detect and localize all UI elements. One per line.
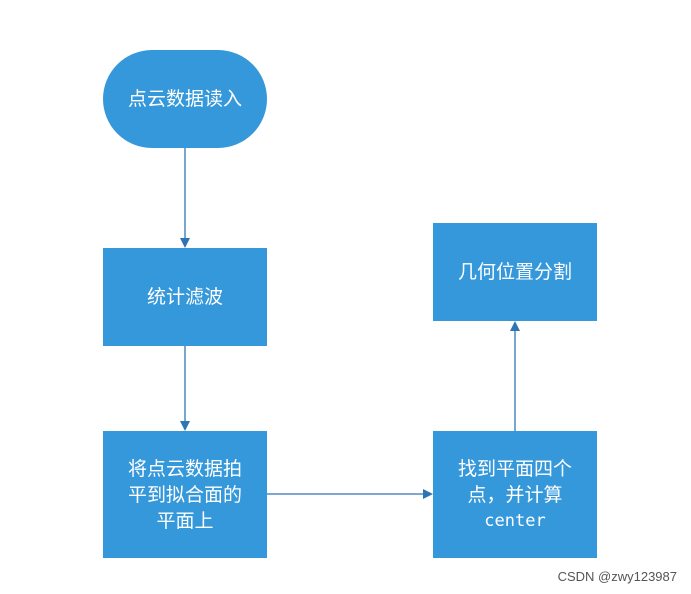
node-statistical-filter: 统计滤波 <box>103 248 267 346</box>
node-geometric-segmentation: 几何位置分割 <box>433 223 597 321</box>
node-find-corners: 找到平面四个 点，并计算 center <box>433 431 597 558</box>
node-read-point-cloud: 点云数据读入 <box>103 50 267 148</box>
node-read-point-cloud-label: 点云数据读入 <box>127 88 242 110</box>
node-geometric-segmentation-label: 几何位置分割 <box>457 261 572 283</box>
node-find-corners-line2: 点，并计算 <box>467 483 563 506</box>
node-statistical-filter-label: 统计滤波 <box>146 286 223 308</box>
node-find-corners-line1: 找到平面四个 <box>457 457 572 480</box>
node-project-to-plane-label: 将点云数据拍 平到拟合面的 平面上 <box>127 457 242 532</box>
node-project-to-plane: 将点云数据拍 平到拟合面的 平面上 <box>103 431 267 558</box>
node-find-corners-line3: center <box>484 510 546 531</box>
watermark: CSDN @zwy123987 <box>557 569 677 584</box>
node-find-corners-label: 找到平面四个 点，并计算 center <box>458 456 572 534</box>
